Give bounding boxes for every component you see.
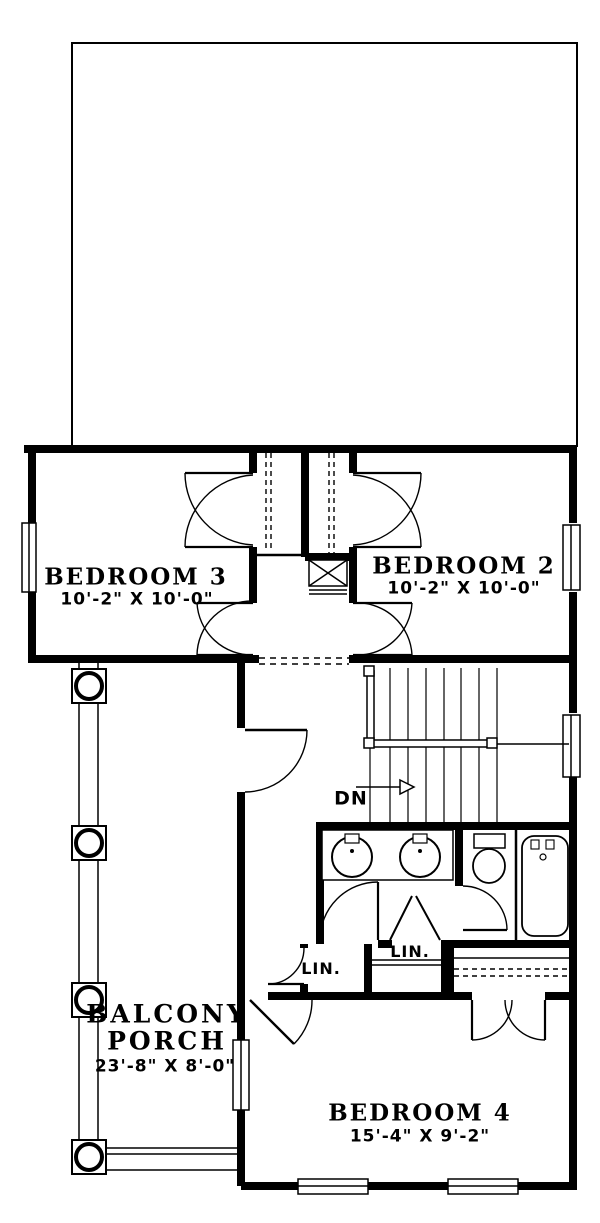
sink-left	[331, 833, 373, 878]
toilet	[472, 833, 506, 884]
bedroom3-dims: 10'-2" X 10'-0"	[60, 589, 214, 610]
window-bedroom4-south-2	[447, 1178, 519, 1195]
bath-fixtures	[321, 829, 569, 937]
window-bedroom3-left	[21, 522, 37, 593]
bedroom3-entry-doors	[196, 600, 254, 657]
window-bedroom2-right	[562, 524, 581, 591]
bedroom4-entry-door	[249, 999, 313, 1045]
interior-walls	[249, 445, 573, 1000]
closet-rods	[259, 453, 569, 977]
sink-right	[399, 833, 441, 878]
bedroom2-dims: 10'-2" X 10'-0"	[387, 578, 541, 599]
down-arrow-icon	[356, 778, 416, 796]
porch-column	[71, 982, 107, 1018]
porch-railing	[78, 663, 241, 1171]
bath-entry-door	[319, 881, 380, 941]
window-bedroom4-west	[232, 1039, 250, 1111]
porch-column	[71, 825, 107, 861]
doors	[184, 471, 547, 1045]
bath-ajar-door	[389, 895, 441, 941]
stairs-down-label: DN	[334, 787, 368, 810]
bedroom4-dims: 15'-4" X 9'-2"	[349, 1126, 491, 1147]
linen-closet-label-right: LIN.	[390, 942, 430, 961]
bedroom2-label: BEDROOM 2	[372, 552, 556, 580]
roof-outline	[71, 42, 578, 447]
balcony-dims: 23'-8" X 8'-0"	[94, 1056, 236, 1077]
porch-column	[71, 1139, 107, 1175]
bedroom4-label: BEDROOM 4	[328, 1099, 512, 1127]
linen-left-door	[267, 947, 305, 986]
window-stair-right	[562, 714, 581, 778]
toilet-room-door	[462, 885, 508, 932]
thin-partitions	[257, 553, 518, 944]
bedroom3-closet-doors	[184, 471, 254, 549]
bathtub	[521, 835, 569, 937]
bedroom2-entry-doors	[352, 601, 413, 657]
porch-column	[71, 668, 107, 704]
chase-x-box	[308, 559, 348, 595]
porch-columns	[71, 668, 107, 1175]
double-vanity	[321, 829, 454, 881]
balcony-label-line2: PORCH	[107, 1026, 227, 1056]
stairs	[356, 665, 569, 822]
balcony-label-line1: BALCONY	[86, 999, 248, 1029]
bedroom3-label: BEDROOM 3	[44, 563, 228, 591]
bedroom4-closet-doors	[470, 999, 547, 1041]
stair-rail	[363, 665, 569, 749]
linen-closet-label-left: LIN.	[301, 959, 341, 978]
windows	[21, 522, 581, 1195]
balcony-door	[244, 728, 308, 793]
bedroom2-closet-doors	[352, 471, 422, 549]
window-bedroom4-south-1	[297, 1178, 369, 1195]
